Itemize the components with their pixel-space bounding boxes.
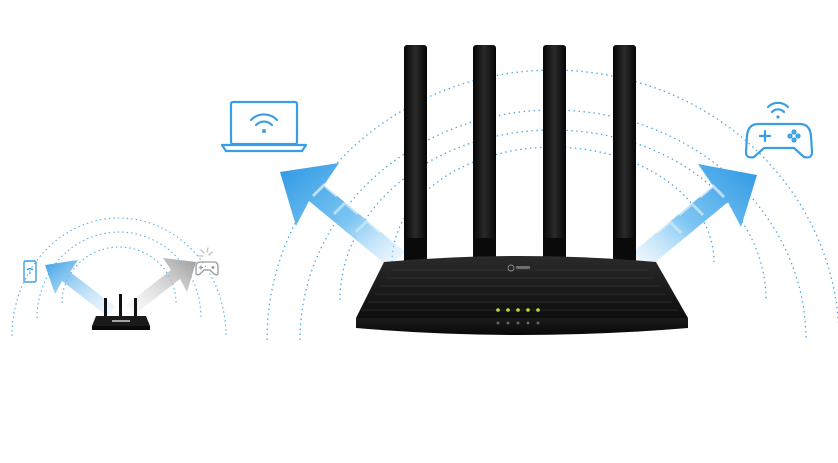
- antenna-4: [613, 45, 636, 267]
- router-antennas: [404, 45, 636, 268]
- phone-wifi-icon: [23, 260, 37, 283]
- gamepad-wifi-icon: [744, 101, 814, 159]
- main-signal-rings: [266, 69, 838, 341]
- gamepad-weak-signal-icon: [195, 247, 219, 276]
- small-signal-rings: [11, 217, 227, 337]
- antenna-1: [404, 45, 427, 267]
- brand-logo: [507, 264, 530, 272]
- signal-arrow-left: [280, 163, 405, 268]
- laptop-wifi-icon: [220, 100, 308, 153]
- led-indicators: [496, 308, 540, 312]
- small-signal-arrow-right: [126, 258, 196, 314]
- antenna-2: [473, 45, 496, 267]
- main-router: [356, 256, 688, 335]
- antenna-3: [543, 45, 566, 267]
- signal-arrow-right: [632, 164, 757, 269]
- small-router: [92, 294, 150, 330]
- small-signal-arrow-left: [45, 260, 116, 316]
